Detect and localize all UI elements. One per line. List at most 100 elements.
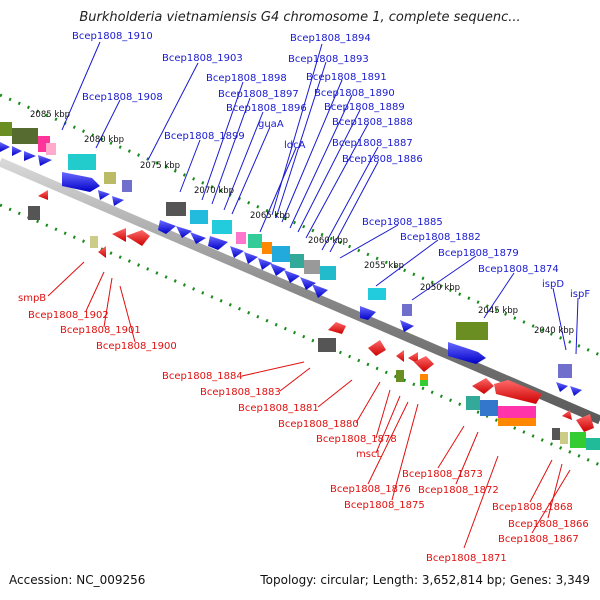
gene-label[interactable]: Bcep1808_1876: [330, 484, 411, 495]
gene-box[interactable]: [552, 428, 560, 440]
gene-label[interactable]: Bcep1808_1873: [402, 469, 483, 480]
gene-arrow[interactable]: [190, 232, 206, 244]
gene-box[interactable]: [190, 210, 208, 224]
gene-arrow[interactable]: [38, 190, 48, 200]
gene-box[interactable]: [12, 128, 38, 144]
gene-label[interactable]: Bcep1808_1900: [96, 341, 177, 352]
gene-arrow[interactable]: [244, 252, 258, 264]
gene-box[interactable]: [558, 364, 572, 378]
gene-box[interactable]: [498, 406, 536, 418]
gene-box[interactable]: [272, 246, 290, 262]
gene-arrow[interactable]: [176, 226, 192, 238]
gene-arrow[interactable]: [284, 270, 300, 283]
gene-label[interactable]: Bcep1808_1897: [218, 89, 299, 100]
gene-label[interactable]: Bcep1808_1893: [288, 54, 369, 65]
gene-label[interactable]: Bcep1808_1879: [438, 248, 519, 259]
gene-label[interactable]: Bcep1808_1886: [342, 154, 423, 165]
gene-arrow[interactable]: [258, 258, 272, 270]
gene-arrow[interactable]: [576, 414, 594, 432]
gene-arrow[interactable]: [400, 320, 414, 332]
gene-box[interactable]: [402, 304, 412, 316]
gene-arrow[interactable]: [368, 340, 386, 356]
gene-label[interactable]: Bcep1808_1868: [492, 502, 573, 513]
gene-label[interactable]: Bcep1808_1871: [426, 553, 507, 564]
gene-arrow[interactable]: [300, 277, 316, 290]
gene-label[interactable]: Bcep1808_1896: [226, 103, 307, 114]
gene-label[interactable]: Bcep1808_1874: [478, 264, 559, 275]
gene-label[interactable]: Bcep1808_1910: [72, 31, 153, 42]
gene-label[interactable]: mscL: [356, 449, 382, 460]
gene-arrow[interactable]: [408, 352, 418, 364]
gene-arrow[interactable]: [556, 382, 568, 392]
gene-label[interactable]: Bcep1808_1898: [206, 73, 287, 84]
gene-label[interactable]: Bcep1808_1867: [498, 534, 579, 545]
gene-box[interactable]: [396, 370, 404, 382]
gene-label[interactable]: ispF: [570, 289, 590, 300]
gene-label[interactable]: Bcep1808_1888: [332, 117, 413, 128]
gene-label[interactable]: Bcep1808_1902: [28, 310, 109, 321]
gene-box[interactable]: [570, 432, 586, 448]
gene-box[interactable]: [0, 122, 12, 136]
gene-arrow[interactable]: [570, 386, 582, 396]
gene-arrow[interactable]: [98, 246, 106, 258]
gene-box[interactable]: [104, 172, 116, 184]
gene-arrow[interactable]: [472, 378, 494, 394]
gene-label[interactable]: smpB: [18, 293, 46, 304]
gene-label[interactable]: Bcep1808_1890: [314, 88, 395, 99]
gene-arrow[interactable]: [24, 151, 36, 161]
gene-label[interactable]: Bcep1808_1882: [400, 232, 481, 243]
gene-label[interactable]: Bcep1808_1884: [162, 371, 243, 382]
gene-arrow[interactable]: [396, 350, 404, 362]
gene-box[interactable]: [368, 288, 386, 300]
gene-label[interactable]: Bcep1808_1881: [238, 403, 319, 414]
gene-box[interactable]: [262, 242, 272, 254]
gene-arrow[interactable]: [112, 196, 124, 206]
gene-box[interactable]: [320, 266, 336, 280]
gene-arrow[interactable]: [112, 228, 126, 242]
gene-label[interactable]: Bcep1808_1887: [332, 138, 413, 149]
gene-box[interactable]: [28, 206, 40, 220]
gene-label[interactable]: Bcep1808_1880: [278, 419, 359, 430]
gene-label[interactable]: Bcep1808_1908: [82, 92, 163, 103]
gene-label[interactable]: Bcep1808_1878: [316, 434, 397, 445]
gene-box[interactable]: [122, 180, 132, 192]
gene-arrow[interactable]: [312, 284, 328, 298]
gene-arrow[interactable]: [494, 380, 542, 404]
gene-label[interactable]: Bcep1808_1899: [164, 131, 245, 142]
gene-label[interactable]: Bcep1808_1883: [200, 387, 281, 398]
gene-label[interactable]: ldcA: [284, 140, 306, 151]
gene-arrow[interactable]: [62, 172, 100, 192]
gene-label[interactable]: Bcep1808_1901: [60, 325, 141, 336]
gene-box[interactable]: [212, 220, 232, 234]
gene-box[interactable]: [456, 322, 488, 340]
gene-box[interactable]: [586, 438, 600, 450]
gene-box[interactable]: [68, 154, 96, 170]
gene-arrow[interactable]: [126, 230, 150, 246]
gene-box[interactable]: [420, 380, 428, 386]
gene-label[interactable]: Bcep1808_1885: [362, 217, 443, 228]
gene-arrow[interactable]: [208, 236, 228, 250]
gene-arrow[interactable]: [0, 142, 10, 152]
gene-label[interactable]: Bcep1808_1875: [344, 500, 425, 511]
gene-box[interactable]: [480, 400, 498, 416]
gene-arrow[interactable]: [230, 246, 244, 258]
gene-box[interactable]: [420, 374, 428, 380]
gene-arrow[interactable]: [360, 306, 376, 320]
gene-arrow[interactable]: [328, 322, 346, 334]
gene-arrow[interactable]: [448, 342, 486, 364]
gene-box[interactable]: [304, 260, 320, 274]
gene-label[interactable]: Bcep1808_1894: [290, 33, 371, 44]
gene-label[interactable]: ispD: [542, 279, 564, 290]
gene-label[interactable]: Bcep1808_1891: [306, 72, 387, 83]
gene-arrow[interactable]: [414, 356, 434, 372]
gene-box[interactable]: [560, 432, 568, 444]
gene-label[interactable]: Bcep1808_1889: [324, 102, 405, 113]
gene-box[interactable]: [466, 396, 480, 410]
gene-box[interactable]: [318, 338, 336, 352]
gene-arrow[interactable]: [38, 155, 52, 166]
gene-label[interactable]: Bcep1808_1903: [162, 53, 243, 64]
gene-label[interactable]: guaA: [258, 119, 284, 130]
gene-box[interactable]: [236, 232, 246, 244]
gene-arrow[interactable]: [270, 263, 286, 276]
gene-box[interactable]: [90, 236, 98, 248]
